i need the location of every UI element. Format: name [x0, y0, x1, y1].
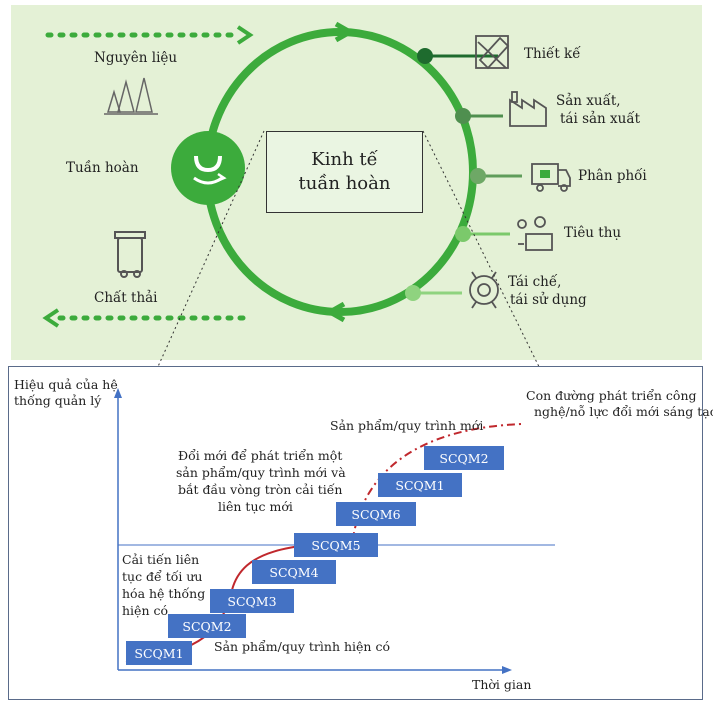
- stage-dot-production: [455, 108, 471, 124]
- improve-text-4: hiện có: [122, 603, 168, 618]
- arrow-head-right: [236, 25, 254, 45]
- new-product-label: Sản phẩm/quy trình mới: [330, 418, 484, 433]
- zoom-line-right: [422, 130, 704, 701]
- x-axis-label: Thời gian: [472, 677, 532, 692]
- stage-recycle-label-2: tái sử dụng: [510, 292, 587, 308]
- factory-icon: [509, 91, 547, 127]
- ring-arrow-bottom: [324, 301, 346, 323]
- raw-material-label: Nguyên liệu: [94, 50, 178, 66]
- step-box: SCQM6: [336, 502, 416, 526]
- circular-economy-box: Kinh tế tuần hoàn: [266, 131, 423, 213]
- stage-dot-recycle: [405, 285, 421, 301]
- circular-label: Tuần hoàn: [66, 160, 139, 176]
- design-tools-icon: [475, 35, 510, 70]
- improve-text-3: hóa hệ thống: [122, 586, 206, 601]
- consumer-icon: [517, 216, 553, 251]
- arrow-head-left: [42, 308, 60, 328]
- step-box: SCQM2: [424, 446, 504, 470]
- stage-design-label: Thiết kế: [524, 46, 581, 62]
- improve-text-2: tục để tối ưu: [122, 569, 203, 584]
- stage-dot-distribution: [470, 168, 486, 184]
- step-box: SCQM1: [378, 473, 462, 497]
- innovate-text-2: sản phẩm/quy trình mới và: [176, 465, 346, 480]
- y-axis-label-2: thống quản lý: [14, 393, 102, 408]
- ring-arrow-top: [334, 21, 356, 43]
- step-box: SCQM3: [210, 589, 294, 613]
- path-label-1: Con đường phát triển công: [526, 388, 697, 403]
- stage-dot-design: [417, 48, 433, 64]
- stage-distribution-label: Phân phối: [578, 168, 647, 184]
- innovate-text-3: bắt đầu vòng tròn cải tiến: [178, 482, 343, 497]
- stage-production-label-2: tái sản xuất: [560, 111, 641, 127]
- innovate-text-4: liên tục mới: [218, 499, 293, 514]
- existing-product-label: Sản phẩm/quy trình hiện có: [214, 639, 390, 654]
- waste-label: Chất thải: [94, 290, 158, 306]
- improve-text-1: Cải tiến liên: [122, 552, 200, 567]
- innovate-text-1: Đổi mới để phát triển một: [178, 448, 343, 463]
- distribution-icon: [531, 163, 571, 192]
- stage-consumption-label: Tiêu thụ: [564, 225, 622, 241]
- logo-mark: [194, 155, 222, 173]
- stage-production-label-1: Sản xuất,: [556, 93, 621, 109]
- stage-dot-consumption: [455, 226, 471, 242]
- y-axis-label-1: Hiệu quả của hệ: [14, 377, 118, 392]
- center-title-line2: tuần hoàn: [298, 173, 391, 194]
- center-title-line1: Kinh tế: [311, 149, 378, 170]
- trash-bin-icon: [114, 231, 146, 278]
- trees-icon: [104, 77, 158, 115]
- step-box: SCQM1: [126, 641, 192, 665]
- path-label-2: nghệ/nỗ lực đổi mới sáng tạo: [534, 404, 713, 419]
- step-box: SCQM4: [252, 560, 336, 584]
- stage-recycle-label-1: Tái chế,: [508, 274, 562, 290]
- step-box: SCQM2: [168, 614, 246, 638]
- step-box: SCQM5: [294, 533, 378, 557]
